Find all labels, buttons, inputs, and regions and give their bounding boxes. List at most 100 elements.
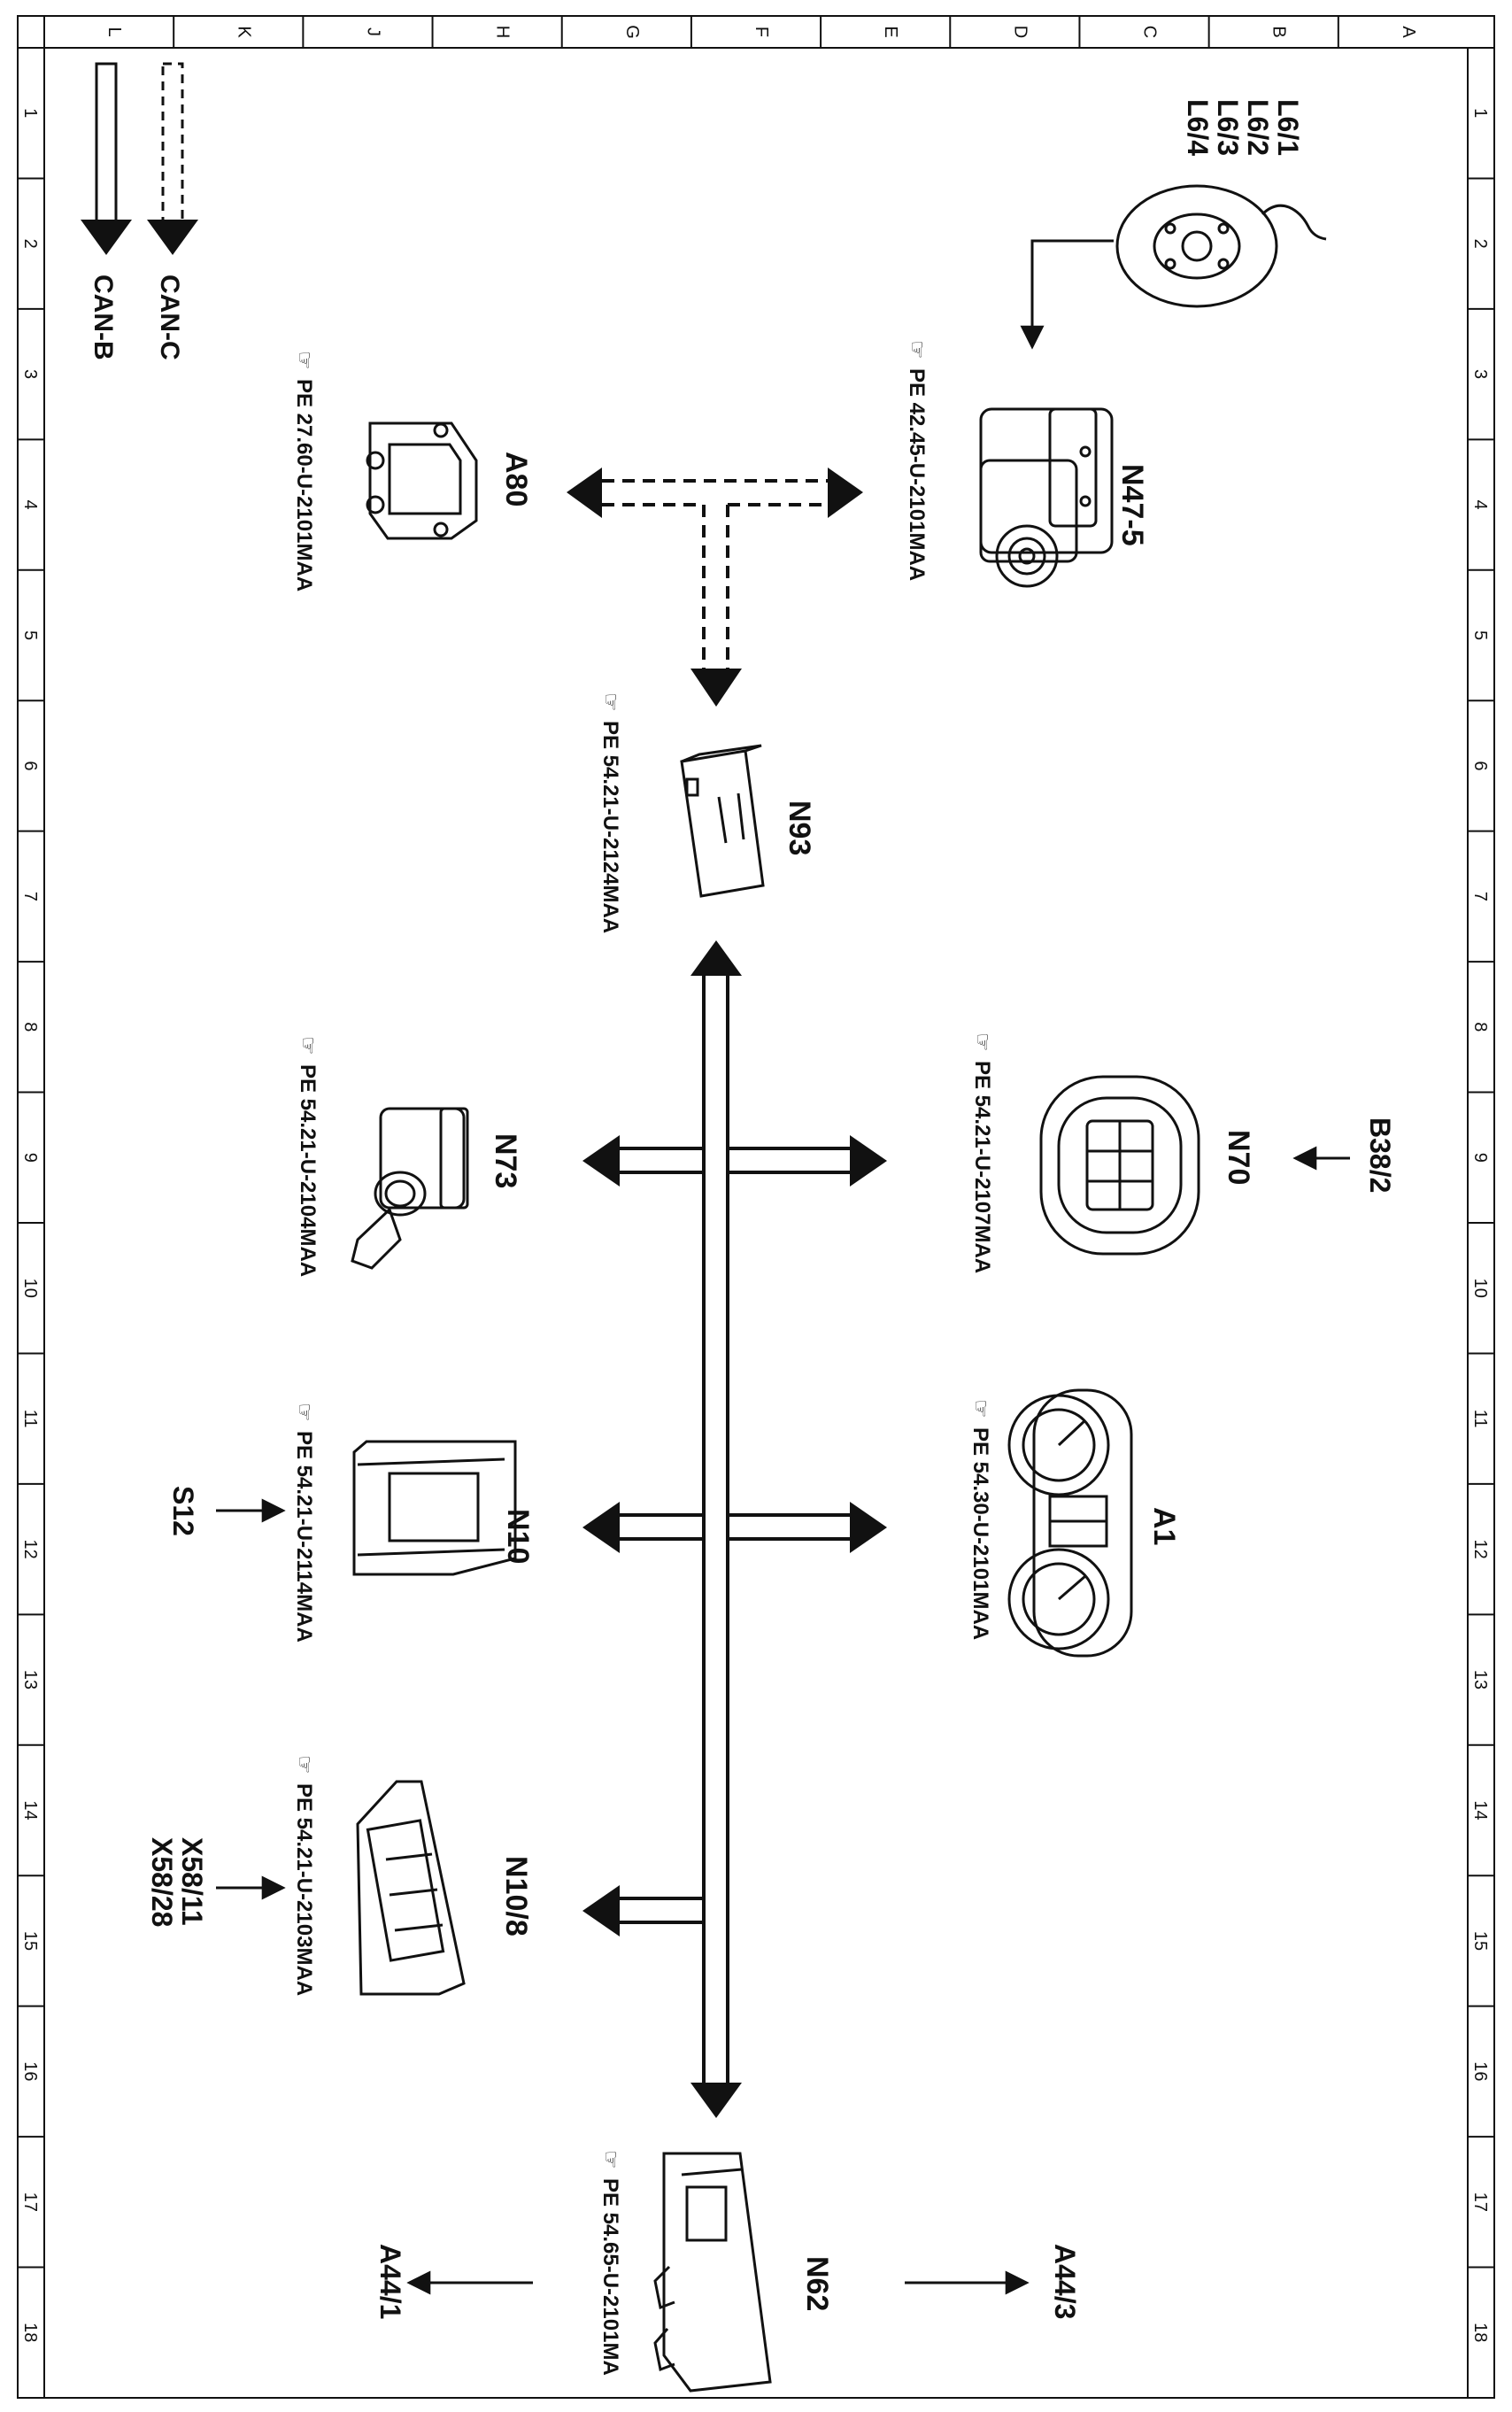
grid-row-label: 3 — [1470, 369, 1490, 379]
n10-8-label: N10/8 — [499, 1856, 533, 1937]
n10-label: N10 — [501, 1509, 535, 1564]
n62-module: N62 PE 54.65-U-2101MA ☞ — [598, 2150, 834, 2393]
grid-row-label: 18 — [1470, 2323, 1490, 2342]
can-b-bus — [620, 976, 850, 2083]
n47-5-ref-icon: ☞ — [905, 340, 929, 359]
a1-label: A1 — [1147, 1507, 1181, 1545]
grid-row-label: 3 — [20, 369, 40, 379]
external-arrows — [216, 239, 1350, 2295]
can-b-arrow-n10 — [582, 1502, 620, 1553]
a80-ref-icon: ☞ — [292, 351, 316, 370]
grid-row-label: 6 — [1470, 761, 1490, 770]
grid-row-label: 10 — [20, 1279, 40, 1298]
n70-label: N70 — [1222, 1130, 1255, 1185]
grid-row-label: 2 — [20, 239, 40, 249]
arrow-l6-to-n47-5 — [1020, 239, 1114, 350]
a80-ref: PE 27.60-U-2101MAA — [292, 379, 316, 591]
n10-ref-icon: ☞ — [292, 1403, 316, 1422]
n47-5-label: N47-5 — [1115, 464, 1149, 546]
legend: CAN-C CAN-B — [81, 62, 198, 360]
n70-module: N70 PE 54.21-U-2107MAA ☞ — [970, 1032, 1255, 1273]
grid-row-label: 9 — [1470, 1153, 1490, 1163]
n70-ref-icon: ☞ — [970, 1032, 994, 1052]
n93-label: N93 — [783, 800, 816, 855]
can-c-arrowheads — [567, 468, 863, 707]
grid-row-label: 11 — [20, 1410, 40, 1428]
grid-column-label: C — [1140, 26, 1160, 38]
legend-can-b-label: CAN-B — [89, 274, 118, 360]
grid-row-label: 18 — [20, 2323, 40, 2342]
grid-row-label: 7 — [1470, 892, 1490, 901]
n10-8-ref: PE 54.21-U-2103MAA — [292, 1783, 316, 1996]
grid-column-label: A — [1399, 26, 1418, 38]
can-c-arrow-n93 — [690, 669, 742, 707]
grid-row-label: 7 — [20, 892, 40, 901]
n93-ref-icon: ☞ — [598, 692, 622, 712]
can-b-arrow-n73 — [582, 1135, 620, 1187]
n10-ref: PE 54.21-U-2114MAA — [292, 1431, 316, 1643]
grid-row-label: 10 — [1470, 1279, 1490, 1298]
grid-row-label: 17 — [20, 2192, 40, 2212]
n10-8-ref-icon: ☞ — [292, 1755, 316, 1774]
grid-column-label: J — [363, 27, 382, 36]
n93-ref: PE 54.21-U-2124MAA — [598, 721, 622, 933]
n70-ref: PE 54.21-U-2107MAA — [970, 1061, 994, 1273]
grid-row-label: 4 — [1470, 499, 1490, 509]
legend-can-c-label: CAN-C — [155, 274, 184, 360]
grid-row-label: 14 — [1470, 1800, 1490, 1820]
grid-row-label: 6 — [20, 761, 40, 770]
a80-icon — [366, 421, 478, 540]
external-labels: L6/1 L6/2 L6/3 L6/4 B38/2 S12 X58/11 X58… — [146, 99, 1396, 2319]
grid-row-label: 1 — [20, 108, 40, 118]
n47-5-ref: PE 42.45-U-2101MAA — [905, 368, 929, 581]
grid-row-label: 2 — [1470, 239, 1490, 249]
n10-module: N10 PE 54.21-U-2114MAA ☞ — [292, 1403, 535, 1643]
grid-row-label: 8 — [1470, 1022, 1490, 1032]
label-l6-1: L6/1 — [1272, 99, 1304, 156]
grid-row-label: 13 — [1470, 1670, 1490, 1689]
grid-column-label: K — [234, 26, 253, 38]
legend-can-c: CAN-C — [147, 62, 198, 360]
label-x58-11: X58/11 — [176, 1837, 208, 1926]
label-s12: S12 — [167, 1486, 199, 1536]
grid-row-label: 16 — [20, 2061, 40, 2081]
grid-column-label: G — [622, 25, 642, 39]
grid-row-label: 14 — [20, 1800, 40, 1820]
grid-row-label: 8 — [20, 1022, 40, 1032]
label-l6-4: L6/4 — [1182, 99, 1214, 156]
a1-ref-icon: ☞ — [968, 1399, 992, 1419]
grid-row-label: 11 — [1470, 1410, 1490, 1428]
n62-label: N62 — [800, 2256, 834, 2311]
grid-row-label: 16 — [1470, 2061, 1490, 2081]
grid-row-label: 13 — [20, 1670, 40, 1689]
legend-can-b: CAN-B — [81, 62, 132, 360]
a1-module: A1 PE 54.30-U-2101MAA ☞ — [968, 1388, 1181, 1658]
label-l6-3: L6/3 — [1212, 99, 1244, 156]
n73-icon — [351, 1107, 469, 1270]
grid-column-label: L — [104, 27, 124, 36]
n47-5-module: N47-5 PE 42.45-U-2101MAA ☞ — [905, 340, 1149, 588]
grid-row-label: 15 — [1470, 1931, 1490, 1951]
grid-column-label: F — [752, 27, 771, 37]
can-b-arrow-a1 — [850, 1502, 887, 1553]
n73-ref-icon: ☞ — [296, 1036, 320, 1055]
can-b-arrow-n93 — [690, 940, 742, 976]
grid-row-label: 1 — [1470, 108, 1490, 118]
n73-ref: PE 54.21-U-2104MAA — [296, 1064, 320, 1277]
grid-row-label: 9 — [20, 1153, 40, 1163]
can-b-arrow-n62 — [690, 2083, 742, 2118]
grid-column-label: D — [1010, 26, 1030, 38]
n62-ref: PE 54.65-U-2101MA — [598, 2178, 622, 2376]
a80-module: A80 PE 27.60-U-2101MAA ☞ — [292, 351, 533, 591]
a1-ref: PE 54.30-U-2101MAA — [968, 1427, 992, 1640]
label-a44-1: A44/1 — [374, 2244, 406, 2319]
can-c-arrow-n47-5 — [828, 468, 863, 518]
n93-module: N93 PE 54.21-U-2124MAA ☞ — [598, 692, 816, 933]
n70-icon — [1039, 1075, 1200, 1256]
grid-row-label: 12 — [1470, 1539, 1490, 1558]
n73-module: N73 PE 54.21-U-2104MAA ☞ — [296, 1036, 522, 1277]
n62-icon — [653, 2152, 772, 2393]
can-b-arrow-n10-8 — [582, 1885, 620, 1937]
